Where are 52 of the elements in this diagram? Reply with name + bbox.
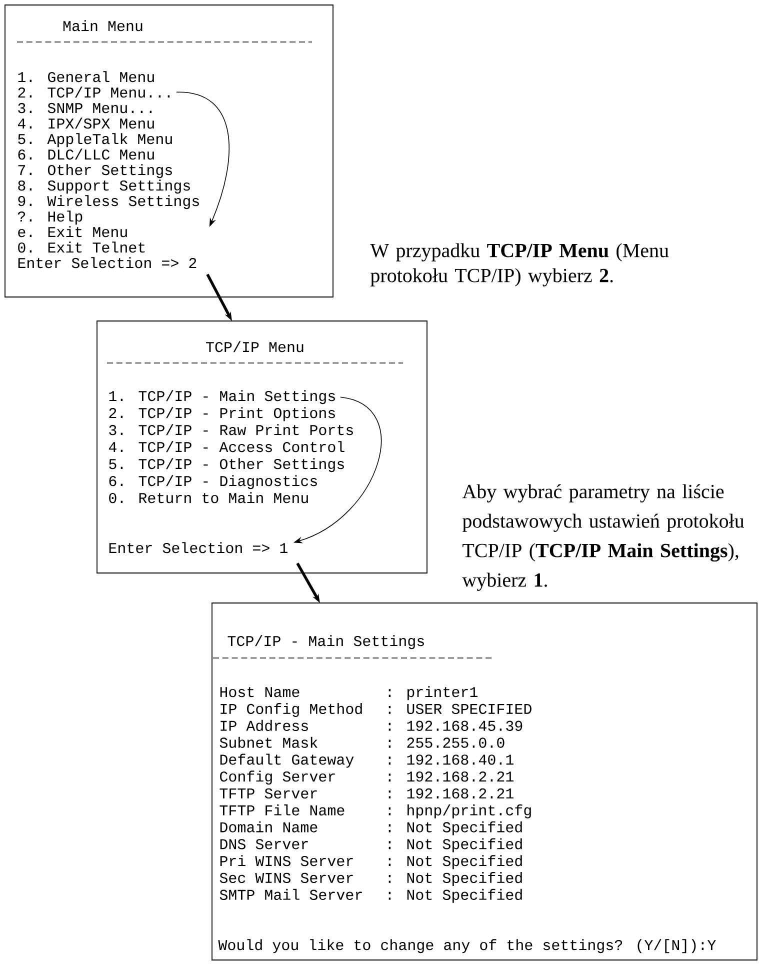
menu-item: Enter Selection => 2 — [18, 257, 196, 268]
menu-item: 7. Other Settings — [18, 164, 172, 178]
setting-value: : printer1 — [388, 686, 478, 700]
setting-value: : Not Specified — [388, 821, 522, 836]
menu-item: 1. General Menu — [18, 71, 154, 82]
menu-item: e. Exit Menu — [18, 226, 127, 238]
setting-value: : Not Specified — [388, 838, 522, 852]
setting-name: IP Address — [220, 720, 308, 731]
menu-title: Main Menu — [63, 20, 142, 32]
setting-value: : Not Specified — [388, 855, 522, 870]
menu-item: 0. Return to Main Menu — [109, 492, 308, 504]
menu-item: 2. TCP/IP - Print Options — [109, 407, 335, 422]
setting-value: : 192.168.2.21 — [388, 788, 514, 799]
setting-value: : USER SPECIFIED — [388, 704, 532, 714]
setting-name: Host Name — [220, 687, 300, 698]
setting-name: Sec WINS Server — [220, 872, 353, 884]
menu-item: 3. SNMP Menu... — [18, 102, 152, 114]
menu-item: 2. TCP/IP Menu... — [18, 86, 170, 98]
setting-value: : 255.255.0.0 — [388, 738, 504, 748]
setting-name: Subnet Mask — [220, 736, 318, 748]
menu-item: Enter Selection => 1 — [109, 542, 288, 554]
setting-name: Config Server — [220, 770, 335, 785]
setting-name: TFTP File Name — [220, 804, 344, 816]
screen-title: TCP/IP - Main Settings — [228, 635, 424, 650]
menu-item: 3. TCP/IP - Raw Print Ports — [109, 424, 353, 436]
setting-name: Default Gateway — [220, 754, 354, 768]
setting-name: Pri WINS Server — [220, 855, 353, 866]
instruction-text: W przypadku TCP/IP Menu (Menu protokołu TCP/IP) wybierz 2. — [370, 243, 669, 286]
setting-name: TFTP Server — [220, 788, 317, 799]
menu-item: 4. TCP/IP - Access Control — [108, 441, 344, 452]
setting-value: : 192.168.40.1 — [388, 754, 514, 765]
menu-item: 6. TCP/IP - Diagnostics — [109, 475, 317, 490]
prompt-text: Would you like to change any of the settings? (Y/[N]):Y — [218, 939, 716, 954]
menu-item: 5. AppleTalk Menu — [18, 133, 172, 148]
setting-value: : 192.168.2.21 — [388, 771, 514, 782]
menu-item: 9. Wireless Settings — [18, 195, 199, 210]
menu-item: 4. IPX/SPX Menu — [18, 118, 154, 129]
menu-item: 1. TCP/IP - Main Settings — [109, 390, 335, 404]
setting-name: Domain Name — [220, 821, 318, 832]
setting-value: : hpnp/print.cfg — [388, 804, 531, 818]
menu-item: ?. Help — [18, 210, 82, 225]
menu-item: 8. Support Settings — [18, 180, 190, 194]
setting-value: : Not Specified — [388, 872, 522, 886]
menu-title: TCP/IP Menu — [206, 341, 304, 352]
setting-name: IP Config Method — [220, 703, 362, 717]
setting-name: SMTP Mail Server — [220, 888, 362, 900]
setting-name: DNS Server — [220, 839, 308, 850]
menu-item: 0. Exit Telnet — [18, 242, 145, 253]
menu-item: 5. TCP/IP - Other Settings — [109, 458, 344, 472]
menu-item: 6. DLC/LLC Menu — [18, 148, 154, 160]
setting-value: : 192.168.45.39 — [388, 720, 522, 731]
setting-value: : Not Specified — [388, 888, 522, 903]
